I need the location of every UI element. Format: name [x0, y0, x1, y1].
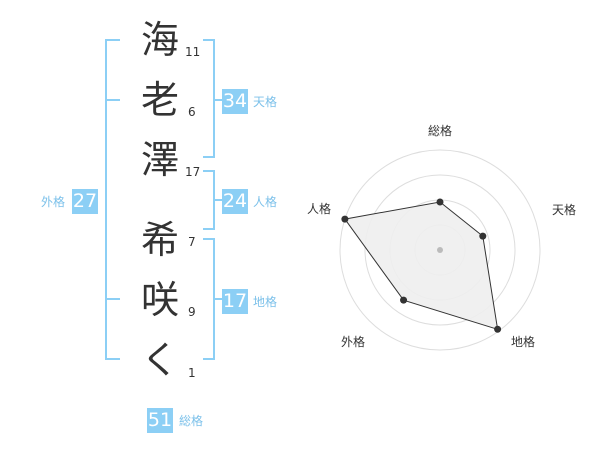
radar-label-chikaku: 地格	[511, 335, 536, 349]
name-char-1: 海	[140, 18, 179, 62]
gaikaku-label: 外格	[41, 195, 66, 209]
stroke-count-2: 6	[188, 105, 196, 119]
tenkaku-value-badge: 34	[222, 89, 248, 114]
soukaku-value-badge: 51	[147, 408, 173, 433]
radar-label-gaikaku: 外格	[341, 335, 366, 349]
jinkaku-value-badge: 24	[222, 189, 248, 214]
radar-center-dot	[437, 247, 443, 253]
jinkaku-bracket	[203, 170, 222, 230]
radar-point-chikaku	[494, 325, 502, 333]
chikaku-bracket	[203, 238, 222, 360]
soukaku-label: 総格	[179, 414, 204, 428]
radar-label-jinkaku: 人格	[307, 202, 332, 216]
tenkaku-label: 天格	[253, 95, 278, 109]
stroke-count-6: 1	[188, 366, 196, 380]
name-char-3: 澤	[140, 138, 179, 182]
stroke-count-1: 11	[185, 45, 201, 59]
stroke-count-5: 9	[188, 305, 196, 319]
name-char-4: 希	[140, 218, 179, 262]
radar-point-tenkaku	[479, 232, 487, 240]
tenkaku-bracket	[203, 39, 222, 158]
radar-point-jinkaku	[341, 215, 349, 223]
radar-label-soukaku: 総格	[428, 124, 453, 138]
gaikaku-bracket	[105, 39, 120, 360]
chikaku-value-badge: 17	[222, 289, 248, 314]
radar-point-gaikaku	[400, 296, 408, 304]
jinkaku-label: 人格	[253, 195, 278, 209]
chikaku-label: 地格	[253, 295, 278, 309]
radar-point-soukaku	[436, 198, 444, 206]
radar-label-tenkaku: 天格	[552, 203, 577, 217]
name-char-5: 咲	[140, 278, 179, 322]
name-char-2: 老	[140, 78, 179, 122]
radar-polygon	[344, 201, 499, 331]
stroke-count-4: 7	[188, 235, 196, 249]
gaikaku-value-badge: 27	[72, 189, 98, 214]
stroke-count-3: 17	[185, 165, 201, 179]
name-char-6: く	[140, 338, 179, 382]
